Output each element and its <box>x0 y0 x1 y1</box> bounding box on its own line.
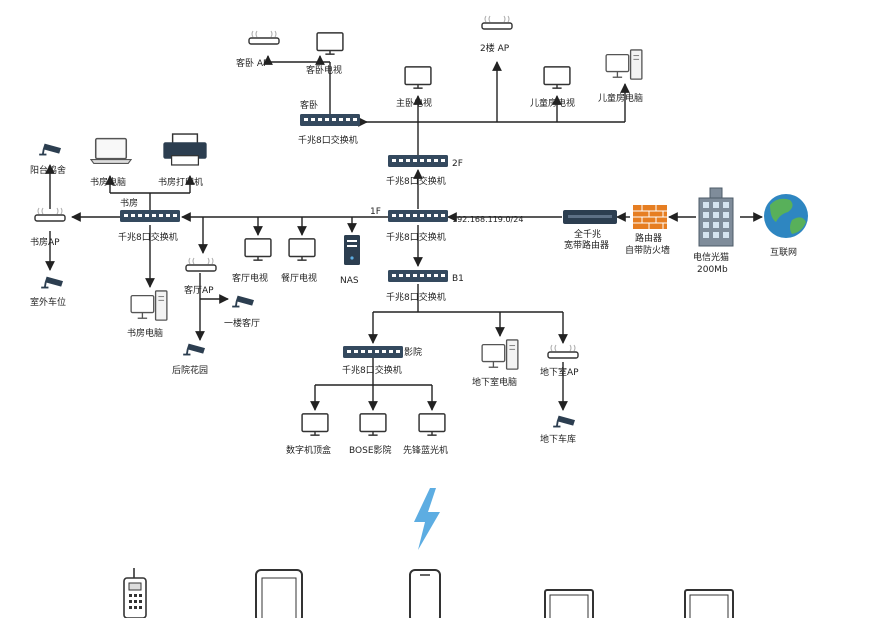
router-icon <box>563 210 617 224</box>
firewall-label-1: 路由器 <box>635 232 662 244</box>
study-printer-icon <box>162 133 208 166</box>
bedroom-tv-label: 客卧电视 <box>306 64 342 76</box>
floor2-label: 2F <box>452 159 463 169</box>
b1-label: B1 <box>452 274 464 284</box>
theater-label: 影院 <box>404 346 422 358</box>
bose-label: BOSE影院 <box>349 444 392 456</box>
nas-label: NAS <box>340 276 359 286</box>
basement-pc-label: 地下室电脑 <box>472 376 517 388</box>
smartphone-icon <box>409 569 441 618</box>
isp-label-2: 200Mb <box>697 265 728 275</box>
living-1f-label: 一楼客厅 <box>224 317 260 329</box>
basement-pc-icon <box>481 339 519 370</box>
basement-ap-icon <box>547 344 579 359</box>
laptop-icon <box>544 589 594 618</box>
wires <box>45 55 763 411</box>
floor2-switch-icon <box>388 155 448 167</box>
globe-icon <box>764 194 808 238</box>
settop-icon <box>301 413 329 436</box>
dining-tv-icon <box>288 238 316 261</box>
study-laptop-icon <box>90 137 132 165</box>
living-tv-icon <box>244 238 272 261</box>
study-pc2-icon <box>130 290 168 321</box>
router-label-1: 全千兆 <box>574 228 601 240</box>
bedroom-ap-label: 客卧 AP <box>236 57 269 69</box>
garden-camera-icon <box>182 342 206 356</box>
floor2-ap-icon <box>481 15 513 30</box>
bedroom-tv-icon <box>316 32 344 55</box>
laptop-2-icon <box>684 589 734 618</box>
subnet-label: 192.168.119.0/24 <box>452 215 523 224</box>
kids-pc-label: 儿童房电脑 <box>598 92 643 104</box>
garden-label: 后院花园 <box>172 364 208 376</box>
floor2-switch-label: 千兆8口交换机 <box>386 175 446 187</box>
study-label: 书房 <box>120 197 138 209</box>
bluray-icon <box>418 413 446 436</box>
study-pc-label: 书房电脑 <box>90 176 126 188</box>
balcony-label: 阳台鸡舍 <box>30 164 66 176</box>
floor2-ap-label: 2楼 AP <box>480 42 510 54</box>
b1-switch-label: 千兆8口交换机 <box>386 291 446 303</box>
living-ap-label: 客厅AP <box>184 284 214 296</box>
settop-label: 数字机顶盒 <box>286 444 331 456</box>
kids-tv-label: 儿童房电视 <box>530 97 575 109</box>
bose-icon <box>359 413 387 436</box>
basement-garage-camera-icon <box>552 414 576 428</box>
study-switch-label: 千兆8口交换机 <box>118 231 178 243</box>
basement-ap-label: 地下室AP <box>540 366 579 378</box>
study-ap-label: 书房AP <box>30 236 60 248</box>
internet-label: 互联网 <box>770 247 797 258</box>
floor1-label: 1F <box>370 207 381 217</box>
bluray-label: 先锋蓝光机 <box>403 444 448 456</box>
basement-garage-label: 地下车库 <box>540 433 576 445</box>
living-ap-icon <box>185 257 217 272</box>
study-printer-label: 书房打印机 <box>158 176 203 188</box>
bedroom-switch-label: 千兆8口交换机 <box>298 134 358 146</box>
theater-switch-icon <box>343 346 403 358</box>
parking-camera-icon <box>40 275 64 289</box>
bedroom-switch-icon <box>300 114 360 126</box>
kids-pc-icon <box>605 49 643 80</box>
floor1-switch-icon <box>388 210 448 222</box>
master-tv-icon <box>404 66 432 89</box>
tablet-icon <box>255 569 303 618</box>
study-pc2-label: 书房电脑 <box>127 327 163 339</box>
master-tv-label: 主卧电视 <box>396 97 432 109</box>
kids-tv-icon <box>543 66 571 89</box>
cordless-phone-icon <box>123 568 147 618</box>
lightning-icon <box>414 488 440 550</box>
study-switch-icon <box>120 210 180 222</box>
balcony-camera-icon <box>38 142 62 156</box>
floor1-switch-label: 千兆8口交换机 <box>386 231 446 243</box>
isp-label-1: 电信光猫 <box>693 251 729 263</box>
firewall-label-2: 自带防火墙 <box>625 244 670 256</box>
router-label-2: 宽带路由器 <box>564 239 609 251</box>
nas-icon <box>344 235 360 265</box>
theater-switch-label: 千兆8口交换机 <box>342 364 402 376</box>
bedroom-ap-icon <box>248 30 280 45</box>
bedroom-label: 客卧 <box>300 99 318 111</box>
b1-switch-icon <box>388 270 448 282</box>
living-tv-label: 客厅电视 <box>232 272 268 284</box>
firewall-icon <box>633 205 667 229</box>
living-1f-camera-icon <box>231 294 255 308</box>
parking-label: 室外车位 <box>30 296 66 308</box>
isp-building-icon <box>698 187 734 247</box>
dining-tv-label: 餐厅电视 <box>281 272 317 284</box>
study-ap-icon <box>34 207 66 222</box>
